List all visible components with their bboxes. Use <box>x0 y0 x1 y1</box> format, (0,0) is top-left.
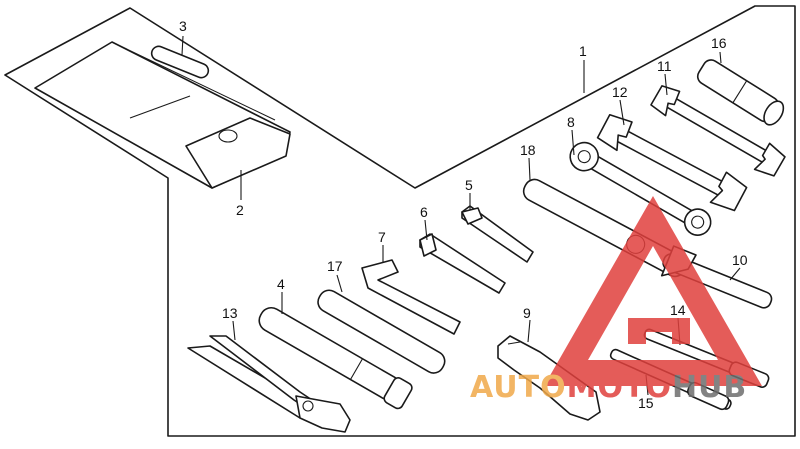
watermark-triangle-logo <box>544 196 762 386</box>
open-end-wrench-11 <box>650 85 786 177</box>
label-2: 2 <box>236 202 244 218</box>
socket-wrench <box>696 59 785 126</box>
tool-bag <box>34 41 291 189</box>
watermark-inner-mark <box>628 318 690 344</box>
tool-tray-outline <box>4 5 796 437</box>
automotohub-watermark: AUTOMOTOHUB <box>470 196 762 405</box>
hex-key-7 <box>361 259 461 335</box>
label-5: 5 <box>465 177 473 193</box>
label-15: 15 <box>638 395 654 411</box>
label-11: 11 <box>657 58 672 74</box>
label-3: 3 <box>179 18 187 34</box>
label-18: 18 <box>520 142 536 158</box>
label-13: 13 <box>222 305 238 321</box>
bag-strap <box>150 45 210 79</box>
plug-wrench-4 <box>258 306 413 410</box>
watermark-text-moto: MOTO <box>567 370 672 405</box>
label-16: 16 <box>711 35 727 51</box>
svg-text:AUTOMOTOHUB: AUTOMOTOHUB <box>470 370 747 405</box>
label-17: 17 <box>327 258 343 274</box>
label-1: 1 <box>579 43 587 59</box>
pliers-13 <box>187 335 351 433</box>
watermark-text-auto: AUTO <box>470 370 567 405</box>
label-14: 14 <box>670 302 686 318</box>
open-end-wrench-12 <box>596 113 748 212</box>
label-9: 9 <box>523 305 531 321</box>
label-8: 8 <box>567 114 575 130</box>
watermark-text-hub: HUB <box>672 370 747 405</box>
handle-bar-17 <box>317 289 446 374</box>
hex-key-6 <box>419 233 506 294</box>
hex-key-5 <box>461 205 534 263</box>
label-4: 4 <box>277 276 285 292</box>
label-10: 10 <box>732 252 748 268</box>
label-6: 6 <box>420 204 428 220</box>
label-7: 7 <box>378 229 386 245</box>
label-12: 12 <box>612 84 628 100</box>
ring-wrench-8 <box>569 141 712 236</box>
